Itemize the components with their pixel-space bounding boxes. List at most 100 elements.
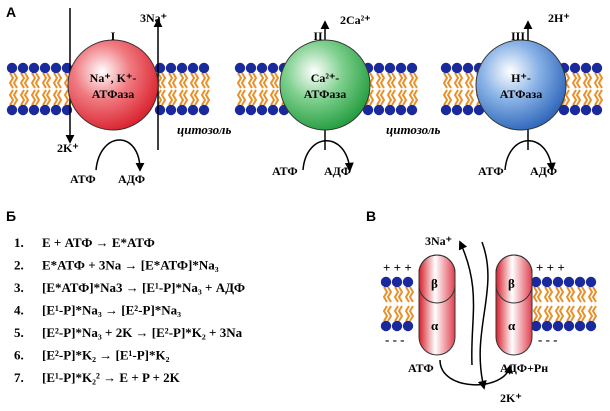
step-number: 2. — [14, 258, 24, 273]
pump-subunit-right: β α — [495, 254, 533, 356]
lipid-head — [591, 104, 603, 116]
lipid-head — [6, 62, 18, 74]
lipid-tail — [63, 89, 70, 106]
pump-ii-body — [279, 39, 371, 131]
lipid-tail — [464, 72, 471, 89]
lipid-tail — [442, 89, 449, 106]
lipid-tail — [397, 286, 404, 303]
lipid-tail — [586, 89, 593, 106]
lipid-tail — [200, 89, 207, 106]
lipid-tail — [156, 72, 163, 89]
pump-iii-body — [475, 39, 567, 131]
lipid-head — [440, 104, 452, 116]
lipid-head — [198, 104, 210, 116]
lipid-tail — [582, 89, 589, 106]
lipid-tail — [45, 89, 52, 106]
beta-subunit-left — [418, 254, 456, 304]
lipid-tail — [269, 72, 276, 89]
lipid-tail — [536, 286, 543, 303]
lipid-tail — [30, 72, 37, 89]
lipid-head — [402, 320, 414, 332]
lipid-head — [187, 62, 199, 74]
lipid-tail — [52, 89, 59, 106]
lipid-tail — [393, 286, 400, 303]
minus-signs-right: - - - — [538, 332, 558, 347]
lipid-head — [28, 62, 40, 74]
lipid-tail — [200, 72, 207, 89]
lipid-head — [451, 104, 463, 116]
lipid-tail — [23, 89, 30, 106]
lipid-tail — [582, 72, 589, 89]
lipid-tail — [19, 89, 26, 106]
pump-ca-atpase: II Ca²⁺- АТФаза 2Ca²⁺ АТФ АДФ — [272, 13, 371, 178]
step-equation: E + АТФ → E*АТФ — [42, 235, 155, 250]
lipid-tail — [571, 89, 578, 106]
pump-i-body — [67, 39, 159, 131]
lipid-tail — [401, 72, 408, 89]
lipid-tail — [382, 305, 389, 322]
lipid-tail — [160, 72, 167, 89]
step-equation: [E¹-P]*K₂² → E + P + 2K — [42, 370, 181, 385]
pump-iii-name-line2: АТФаза — [500, 87, 542, 101]
lipid-tail — [593, 72, 600, 89]
lipid-head — [462, 62, 474, 74]
lipid-head — [176, 104, 188, 116]
pump-ii-adp: АДФ — [324, 164, 351, 178]
step-number: 1. — [14, 235, 24, 250]
lipid-head — [580, 104, 592, 116]
lipid-tail — [408, 305, 415, 322]
lipid-tail — [52, 72, 59, 89]
pump-i-out-ion: 3Na⁺ — [140, 11, 167, 25]
pump-i-name-line1: Na⁺, K⁺- — [90, 71, 137, 85]
lipid-tail — [397, 72, 404, 89]
lipid-tail — [532, 286, 539, 303]
lipid-tail — [204, 89, 211, 106]
lipid-head — [176, 62, 188, 74]
lipid-head — [245, 62, 257, 74]
step-number: 3. — [14, 280, 24, 295]
lipid-tail — [189, 89, 196, 106]
lipid-tail — [390, 72, 397, 89]
lipid-tail — [532, 305, 539, 322]
lipid-tail — [171, 89, 178, 106]
lipid-head — [267, 104, 279, 116]
k-in-arrow — [477, 241, 489, 390]
lipid-tail — [182, 89, 189, 106]
pump-ii-numeral: II — [313, 29, 323, 43]
step-equation: [E²-P]*Na₃ + 2K → [E²-P]*K₂ + 3Na — [42, 325, 243, 340]
lipid-head — [165, 62, 177, 74]
lipid-tail — [251, 89, 258, 106]
lipid-tail — [386, 89, 393, 106]
lipid-tail — [597, 89, 604, 106]
lipid-tail — [178, 72, 185, 89]
alpha-subunit-left — [418, 254, 456, 356]
lipid-tail — [457, 89, 464, 106]
lipid-tail — [442, 72, 449, 89]
lipid-bilayer-c — [380, 276, 598, 332]
step-number: 4. — [14, 303, 24, 318]
lipid-tail — [468, 72, 475, 89]
lipid-tail — [247, 72, 254, 89]
lipid-tail — [240, 89, 247, 106]
lipid-head — [256, 104, 268, 116]
lipid-tail — [453, 89, 460, 106]
pump-i-in-ion: 2K⁺ — [57, 141, 79, 155]
lipid-tail — [379, 72, 386, 89]
pump-ii-name-line1: Ca²⁺- — [311, 71, 340, 85]
lipid-tail — [587, 286, 594, 303]
lipid-tail — [543, 305, 550, 322]
lipid-tail — [446, 89, 453, 106]
lipid-tail — [408, 72, 415, 89]
lipid-head — [552, 320, 564, 332]
lipid-head — [384, 104, 396, 116]
alpha-subunit-right — [495, 254, 533, 356]
step-number: 6. — [14, 348, 24, 363]
lipid-head — [530, 276, 542, 288]
lipid-head — [406, 104, 418, 116]
beta-label-right: β — [508, 276, 515, 291]
lipid-tail — [587, 305, 594, 322]
lipid-tail — [412, 72, 419, 89]
lipid-tail — [56, 72, 63, 89]
lipid-head — [50, 104, 62, 116]
lipid-tail — [251, 72, 258, 89]
